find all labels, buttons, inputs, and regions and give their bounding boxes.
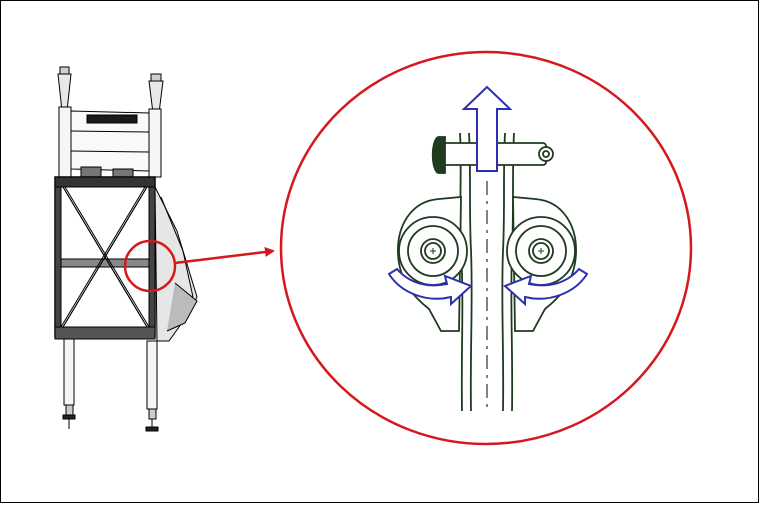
curved-arrow-icon bbox=[387, 267, 473, 307]
detail-callout-large bbox=[279, 50, 693, 446]
left-lower-leg bbox=[63, 338, 75, 406]
left-foot bbox=[62, 414, 76, 420]
curved-arrow-icon bbox=[503, 267, 589, 307]
right-lower-leg bbox=[146, 340, 158, 410]
tower-frame-drawing bbox=[54, 66, 198, 432]
clamp-left bbox=[80, 166, 102, 178]
right-foot bbox=[145, 426, 159, 432]
left-top-cap bbox=[57, 66, 72, 112]
upper-panel bbox=[70, 110, 150, 172]
frame-bottom-rail bbox=[54, 326, 156, 340]
arrow-up-icon bbox=[461, 85, 513, 172]
panel-top-band bbox=[86, 114, 138, 124]
right-upper-mast bbox=[148, 108, 162, 178]
arrow-right-icon bbox=[174, 247, 275, 265]
right-top-cap bbox=[148, 73, 164, 114]
frame-top-rail bbox=[54, 176, 156, 188]
frame-middle-rail bbox=[54, 258, 156, 268]
detail-callout-small bbox=[123, 239, 177, 293]
left-upper-mast bbox=[58, 106, 72, 178]
